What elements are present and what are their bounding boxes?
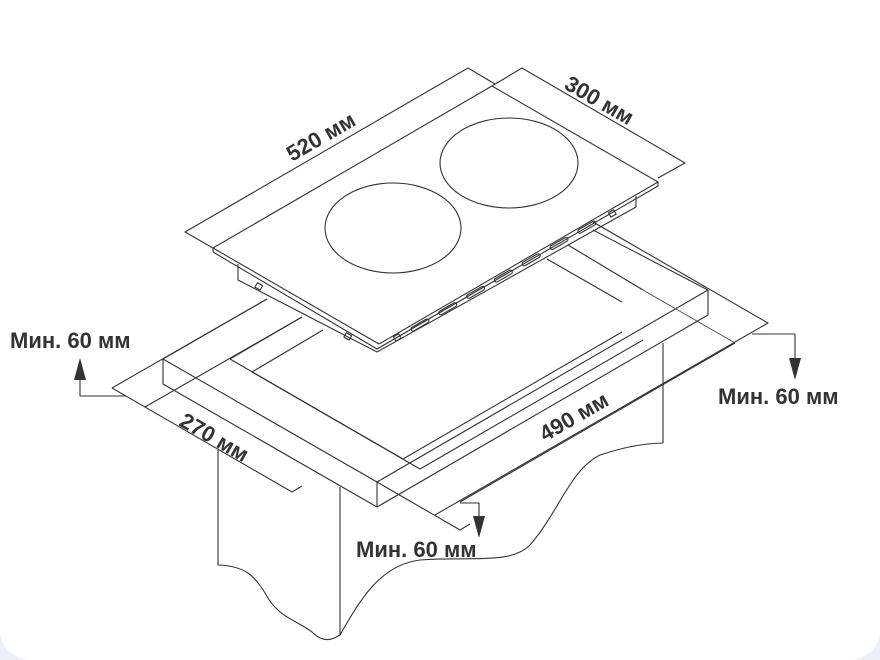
arrow-left <box>74 358 125 397</box>
label-clearance-right: Мин. 60 мм <box>718 384 839 409</box>
countertop <box>162 229 709 508</box>
vent-slot <box>410 318 430 332</box>
vent-slot <box>549 236 569 251</box>
label-clearance-front: Мин. 60 мм <box>356 537 477 562</box>
label-cutout-width: 270 мм <box>176 408 254 467</box>
cabinet <box>217 343 664 641</box>
vent-slot <box>521 253 541 267</box>
arrow-right <box>752 333 801 380</box>
label-hob-length: 520 мм <box>282 107 360 166</box>
burner-left <box>324 182 462 274</box>
vent-slot <box>438 302 458 316</box>
label-clearance-left: Мин. 60 мм <box>10 328 131 353</box>
arrow-front <box>460 502 485 538</box>
dimension-lines-cutout <box>111 221 769 531</box>
vent-slots <box>410 220 597 332</box>
vent-slot <box>493 269 513 283</box>
label-hob-width: 300 мм <box>561 71 639 130</box>
vent-slot <box>466 285 486 299</box>
dimension-lines-hob <box>184 67 686 249</box>
hob <box>212 85 659 353</box>
burner-right <box>439 117 579 209</box>
vent-slot <box>577 220 597 234</box>
